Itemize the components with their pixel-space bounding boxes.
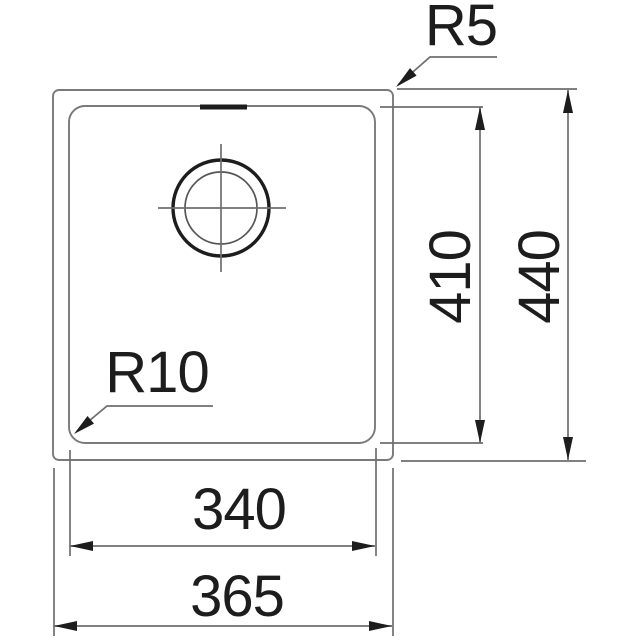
arrowhead-340-right [352,541,375,551]
arrowhead-r5 [396,68,417,87]
arrowhead-340-left [70,541,93,551]
arrowhead-410-bottom [475,420,485,443]
label-outer-width: 365 [190,564,284,629]
dimension-outer-depth: 440 [397,88,586,462]
leader-line-r10 [76,405,213,432]
label-inner-depth: 410 [418,230,483,324]
sink-outer-rim [52,89,394,461]
label-r5: R5 [425,0,497,58]
arrowhead-365-right [369,621,392,631]
arrowhead-410-top [475,107,485,130]
label-r10: R10 [105,340,208,405]
arrowhead-440-top [563,90,573,113]
arrowhead-365-left [54,621,77,631]
sink-outline [52,89,394,461]
dimension-inner-depth: 410 [380,106,485,444]
label-inner-width: 340 [192,477,286,542]
label-outer-depth: 440 [507,230,572,324]
arrowhead-r10 [74,416,94,434]
dimension-outer-width: 365 [53,468,394,636]
radius-callout-r10: R10 [74,340,213,434]
arrowhead-440-bottom [563,437,573,460]
dimension-inner-width: 340 [69,448,377,556]
radius-callout-r5: R5 [396,0,498,87]
leader-line-r5 [397,56,497,86]
drain [158,144,286,272]
